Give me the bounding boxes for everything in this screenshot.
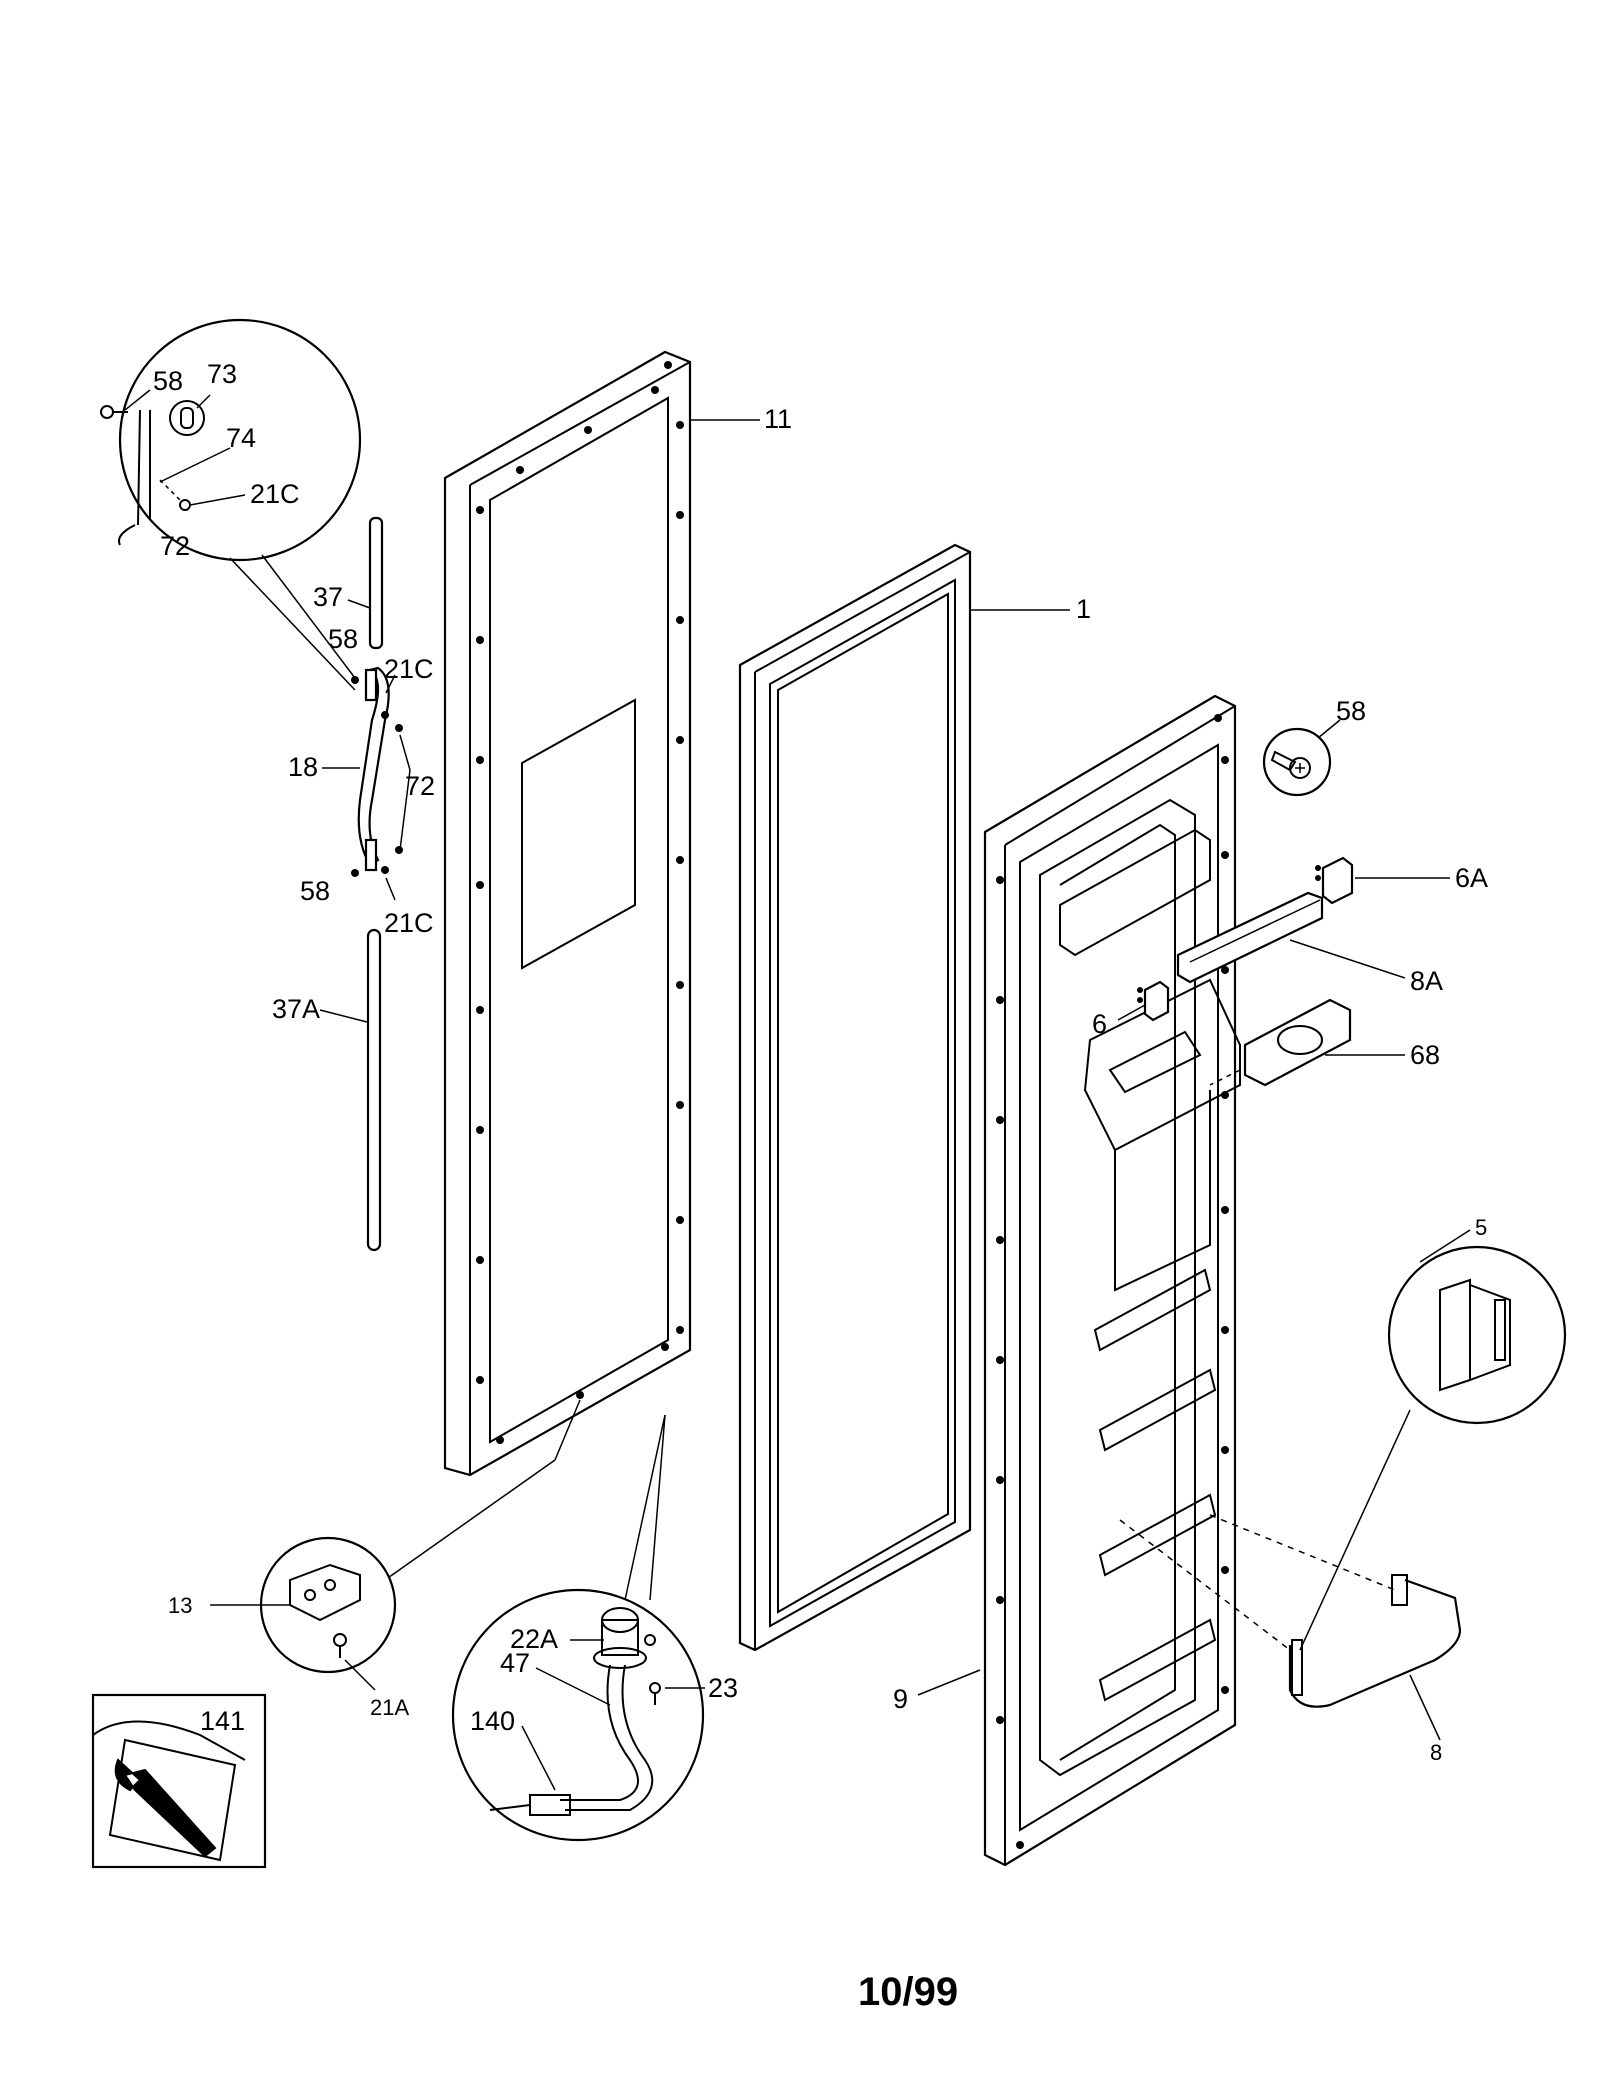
callout-23: 23 <box>708 1673 738 1703</box>
callout-141: 141 <box>200 1706 245 1736</box>
switch-68 <box>1209 998 1352 1087</box>
callout-140: 140 <box>470 1706 515 1736</box>
handle-parts <box>351 516 403 1252</box>
light-socket-detail-circle <box>451 1588 705 1842</box>
callout-21c-top: 21C <box>250 479 300 509</box>
bracket-6a <box>1315 856 1354 905</box>
bracket-6 <box>1137 980 1170 1022</box>
callout-68: 68 <box>1410 1040 1440 1070</box>
callout-6: 6 <box>1092 1009 1107 1039</box>
callout-11: 11 <box>764 404 792 434</box>
door-gasket <box>738 543 972 1652</box>
callout-73: 73 <box>207 359 237 389</box>
callout-6a: 6A <box>1455 863 1488 893</box>
tool-kit-box <box>91 1693 267 1869</box>
callout-21a: 21A <box>370 1695 409 1720</box>
inner-door-liner <box>983 694 1241 1867</box>
callout-58-d: 58 <box>1336 696 1366 726</box>
clip-detail-circle <box>1387 1245 1567 1425</box>
bracket-8 <box>1119 1514 1462 1708</box>
bar-8a <box>1176 891 1324 984</box>
callout-21c-b: 21C <box>384 654 434 684</box>
callout-37: 37 <box>313 582 343 612</box>
outer-door-panel <box>443 350 692 1477</box>
callout-74: 74 <box>226 423 256 453</box>
callout-18: 18 <box>288 752 318 782</box>
date-code: 10/99 <box>858 1970 958 2014</box>
callout-47: 47 <box>500 1648 530 1678</box>
callout-8: 8 <box>1430 1740 1442 1765</box>
callout-58-c: 58 <box>300 876 330 906</box>
callout-72-top: 72 <box>160 531 190 561</box>
callout-58-a: 58 <box>153 366 183 396</box>
callout-8a: 8A <box>1410 966 1443 996</box>
callout-1: 1 <box>1076 594 1091 624</box>
screw-detail-circle <box>1262 727 1332 797</box>
callout-72-b: 72 <box>405 771 435 801</box>
callout-21c-c: 21C <box>384 908 434 938</box>
callout-58-b: 58 <box>328 624 358 654</box>
callout-5: 5 <box>1475 1215 1487 1240</box>
wrench-icon <box>114 1758 217 1858</box>
callout-9: 9 <box>893 1684 908 1714</box>
hinge-detail-circle <box>100 318 362 562</box>
callout-22a: 22A <box>510 1624 558 1654</box>
callout-37a: 37A <box>272 994 320 1024</box>
callout-13: 13 <box>168 1593 192 1618</box>
